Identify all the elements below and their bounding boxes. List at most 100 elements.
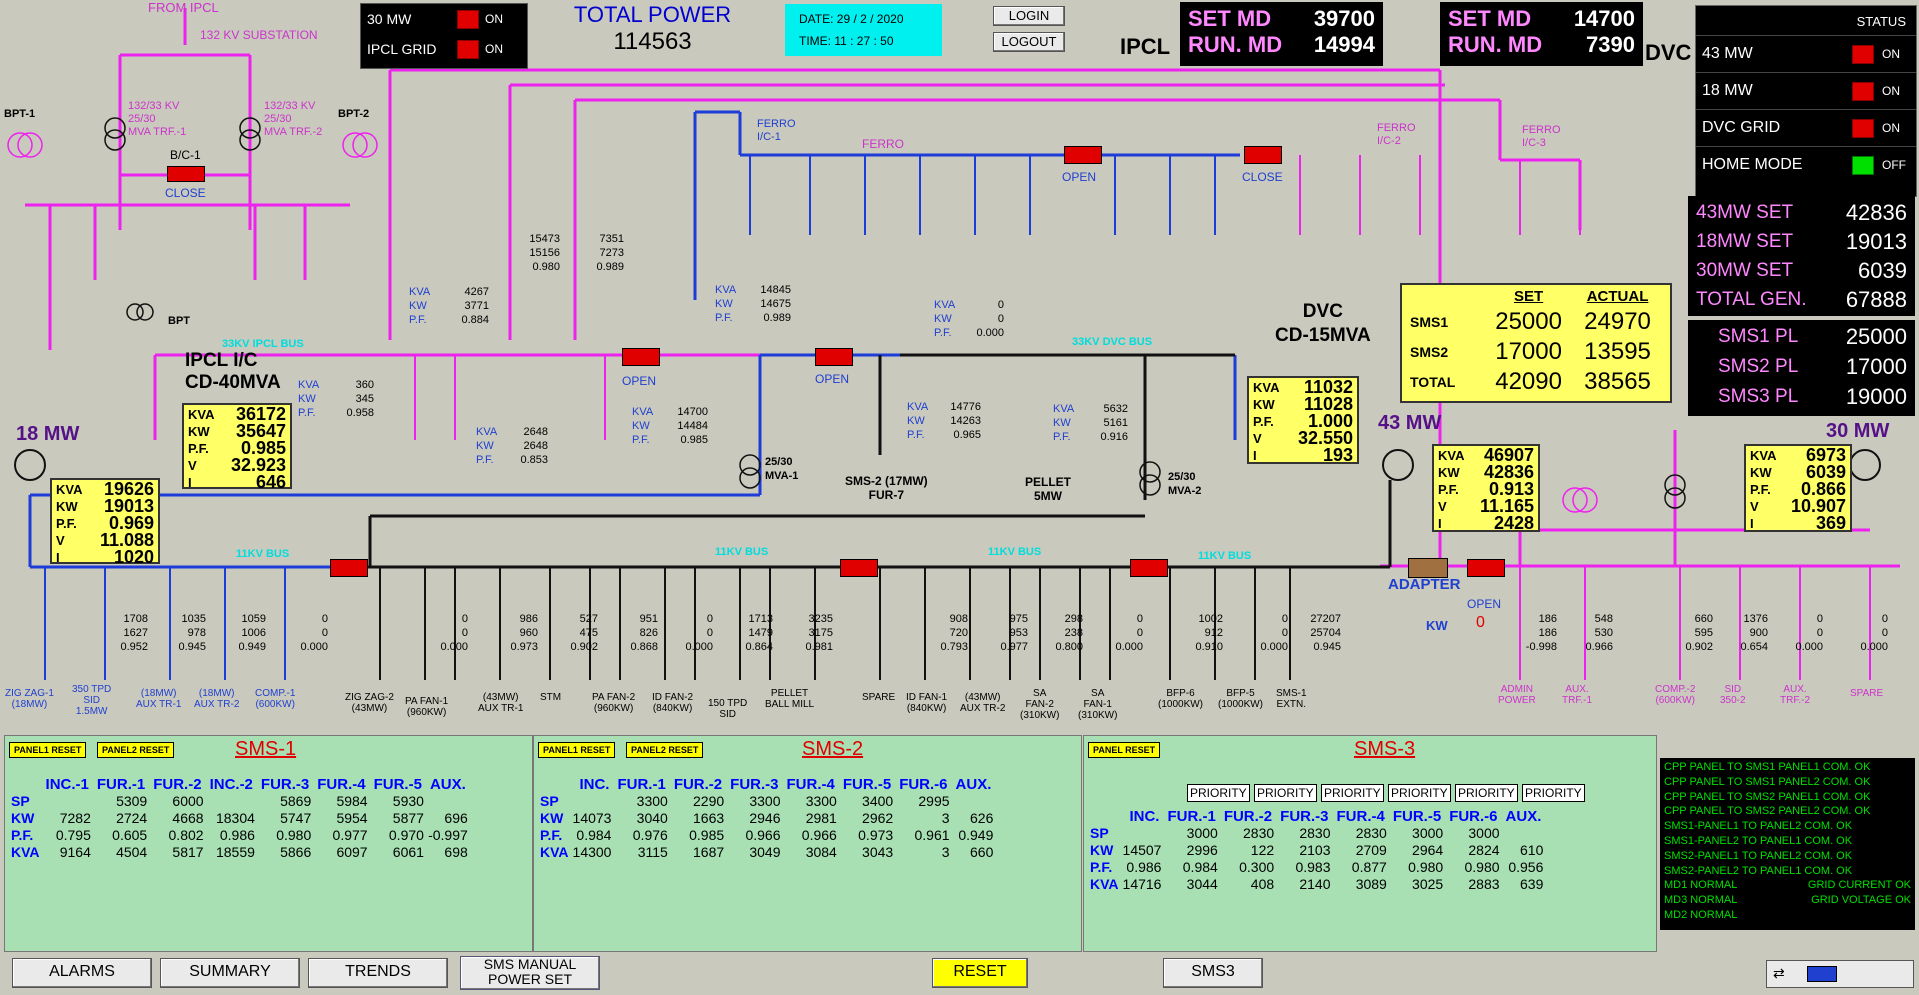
meter-value: 0.985 [680,434,708,446]
row-label: SMS1 [1410,314,1449,330]
status-lamp-home-mode[interactable] [1852,155,1874,175]
network-icon[interactable]: ⇄ [1773,965,1785,981]
meter-value: 0.853 [520,454,548,466]
priority-button-2[interactable]: PRIORITY [1254,784,1317,802]
meter-v: 11.088 [99,530,154,550]
comm-log-line: CPP PANEL TO SMS2 PANEL1 COM. OK [1664,790,1871,803]
comm-log-panel: CPP PANEL TO SMS1 PANEL1 COM. OK CPP PAN… [1660,758,1915,930]
sms1-panel1-reset-button[interactable]: PANEL1 RESET [9,742,87,758]
meter-value: 0.884 [461,314,489,326]
priority-button-4[interactable]: PRIORITY [1388,784,1451,802]
breaker-bc2-ferro[interactable] [1244,146,1282,164]
breaker-bc3-11kv[interactable] [1130,559,1168,577]
g30-title: 30 MW [1826,420,1890,442]
priority-button-6[interactable]: PRIORITY [1522,784,1585,802]
adapter-block[interactable] [1408,558,1448,578]
logout-button[interactable]: LOGOUT [993,32,1065,52]
status-lamp-dvc-grid[interactable] [1852,118,1874,138]
trends-button[interactable]: TRENDS [308,958,448,988]
ipcl-set-md-value: 39700 [1313,6,1375,31]
status-item-label: HOME MODE [1702,156,1803,173]
dvc-md-panel: SET MD 14700 RUN. MD 7390 [1440,2,1643,66]
sms2-panel1-reset-button[interactable]: PANEL1 RESET [538,742,616,758]
row-label: SMS2 [1410,344,1449,360]
set-label: TOTAL GEN. [1696,289,1807,310]
comm-log-line: SMS2-PANEL2 TO PANEL1 COM. OK [1664,864,1853,877]
feeder-name: PA FAN-2 (960KW) [592,692,636,714]
row-set: 17000 [1495,338,1562,365]
set-value: 6039 [1858,258,1907,283]
adapter-kw-value: 0 [1476,614,1485,631]
priority-button-1[interactable]: PRIORITY [1187,784,1250,802]
sms3-panel: PANEL RESET SMS-3 PRIORITY PRIORITY PRIO… [1083,735,1657,952]
summary-button[interactable]: SUMMARY [160,958,300,988]
status-lamp-43mw[interactable] [1852,44,1874,64]
breaker-bc1-11kv[interactable] [330,559,368,577]
breaker-bc2-33kv[interactable] [622,348,660,366]
meter-kva: 46907 [1483,445,1534,465]
meter-i: 2428 [1493,513,1534,533]
feeder-name: (18MW) AUX TR-1 [136,688,182,710]
meter-value: 0.916 [1100,431,1128,443]
status-item-label: DVC GRID [1702,119,1781,136]
breaker-bc4-11kv[interactable] [1467,559,1505,577]
priority-button-3[interactable]: PRIORITY [1321,784,1384,802]
system-tray: ⇄ [1766,960,1914,988]
open-label: OPEN [1062,170,1097,184]
keyboard-icon[interactable] [1807,966,1837,982]
sms3-button[interactable]: SMS3 [1163,958,1263,988]
feeder-name: SID 350-2 [1720,684,1746,706]
comm-log-line: SMS1-PANEL2 TO PANEL1 COM. OK [1664,834,1853,847]
status-panel: STATUS 43 MW ON 18 MW ON DVC GRID ON HOM… [1695,5,1917,197]
login-button[interactable]: LOGIN [993,6,1065,26]
ferro-ic3-label: FERRO I/C-3 [1522,124,1561,149]
feeder-name: AUX. TRF.-1 [1562,684,1592,706]
feeder-name: ADMIN POWER [1498,684,1536,706]
reset-button[interactable]: RESET [932,958,1028,988]
bpt2-label: BPT-2 [338,108,370,120]
status-lamp-ipcl-grid[interactable] [457,39,479,59]
breaker-bc1-ferro[interactable] [1064,146,1102,164]
alarms-button[interactable]: ALARMS [12,958,152,988]
set-value: 42836 [1845,200,1907,225]
ferro-label: FERRO [862,137,904,151]
meter-kva: 36172 [235,404,286,424]
open-label-bc4: OPEN [1467,597,1502,611]
feeder-name: SA FAN-2 (310KW) [1020,688,1060,721]
priority-button-5[interactable]: PRIORITY [1455,784,1518,802]
breaker-bc1-33kv[interactable] [815,348,853,366]
meter-value: 14263 [950,415,981,427]
sms1-panel2-reset-button[interactable]: PANEL2 RESET [97,742,175,758]
pl-value: 17000 [1845,354,1907,379]
status-state: ON [485,12,503,26]
ipcl-ic-title2: CD-40MVA [185,372,281,393]
status-lamp-18mw[interactable] [1852,81,1874,101]
breaker-bc2-11kv[interactable] [840,559,878,577]
breaker-bc1-top[interactable] [167,166,205,182]
sms-manual-power-set-button[interactable]: SMS MANUAL POWER SET [460,956,600,990]
status-lamp-30mw[interactable] [457,9,479,29]
total-power: TOTAL POWER 114563 [560,2,745,56]
sms2-panel2-reset-button[interactable]: PANEL2 RESET [626,742,704,758]
set-label: 30MW SET [1696,260,1794,281]
adapter-label: ADAPTER [1388,576,1461,593]
grid-voltage-status: GRID VOLTAGE OK [1811,894,1911,907]
meter-value: 0.958 [346,407,374,419]
sms3-panel-reset-button[interactable]: PANEL RESET [1088,742,1161,758]
bus-11kv-label-3: 11KV BUS [988,546,1042,558]
pl-value: 25000 [1845,324,1907,349]
comm-log-line: SMS2-PANEL1 TO PANEL2 COM. OK [1664,849,1853,862]
